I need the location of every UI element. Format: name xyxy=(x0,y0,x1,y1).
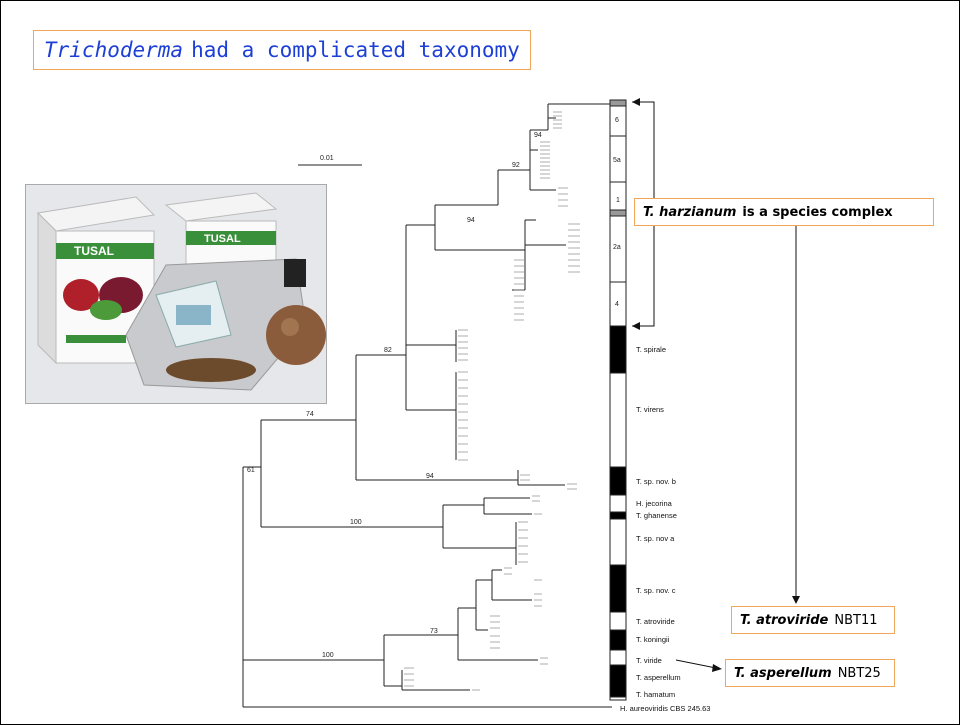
callout-harzianum: T. harzianum is a species complex xyxy=(634,198,934,226)
asperellum-arrow xyxy=(675,659,717,669)
scale-bar-label: 0.01 xyxy=(320,155,334,162)
clade-2a: 2a xyxy=(613,244,621,251)
bootstrap-lower: 100 xyxy=(322,652,334,659)
bootstrap-root: 61 xyxy=(247,467,255,474)
label-jecorina: H. jecorina xyxy=(636,499,673,508)
slide-title: Trichoderma had a complicated taxonomy xyxy=(33,30,531,70)
title-genus: Trichoderma xyxy=(44,38,184,62)
bootstrap-upper: 74 xyxy=(306,411,314,418)
bootstrap-sp-nov-b: 94 xyxy=(426,473,434,480)
label-ghanense: T. ghanense xyxy=(636,511,677,520)
clade-4: 4 xyxy=(615,301,619,308)
callout-harzianum-text: is a species complex xyxy=(742,204,893,220)
label-sp-nov-b: T. sp. nov. b xyxy=(636,477,676,486)
label-virens: T. virens xyxy=(636,405,664,414)
bootstrap-harzianum-virens: 82 xyxy=(384,347,392,354)
label-viride: T. viride xyxy=(636,656,662,665)
label-spirale: T. spirale xyxy=(636,345,666,354)
callout-atroviride-text: NBT11 xyxy=(834,612,878,628)
title-text: had a complicated taxonomy xyxy=(191,38,520,62)
label-koningii: T. koningii xyxy=(636,635,670,644)
tusal-brand-right: TUSAL xyxy=(204,233,241,245)
clade-5a: 5a xyxy=(613,157,621,164)
bootstrap-clade6: 94 xyxy=(534,132,542,139)
label-sp-nov-a: T. sp. nov a xyxy=(636,534,675,543)
label-asperellum: T. asperellum xyxy=(636,673,681,682)
bootstrap-viride: 73 xyxy=(430,628,438,635)
clade-1: 1 xyxy=(616,197,620,204)
label-sp-nov-c: T. sp. nov. c xyxy=(636,586,676,595)
bootstrap-harzianum: 94 xyxy=(467,217,475,224)
callout-atroviride: T. atroviride NBT11 xyxy=(731,606,895,634)
callout-asperellum-name: T. asperellum xyxy=(734,665,832,681)
callout-asperellum-text: NBT25 xyxy=(837,665,881,681)
tusal-brand-left: TUSAL xyxy=(74,244,114,258)
label-atroviride: T. atroviride xyxy=(636,617,675,626)
bootstrap-jecorina: 100 xyxy=(350,519,362,526)
callout-atroviride-name: T. atroviride xyxy=(740,612,829,628)
clade-6: 6 xyxy=(615,117,619,124)
label-outgroup: H. aureoviridis CBS 245.63 xyxy=(620,704,710,713)
callout-asperellum: T. asperellum NBT25 xyxy=(725,659,895,687)
callout-harzianum-name: T. harzianum xyxy=(643,204,737,220)
label-hamatum: T. hamatum xyxy=(636,690,675,699)
product-photo: TUSAL TUSAL xyxy=(25,184,327,404)
bootstrap-harzianum-sub: 92 xyxy=(512,162,520,169)
